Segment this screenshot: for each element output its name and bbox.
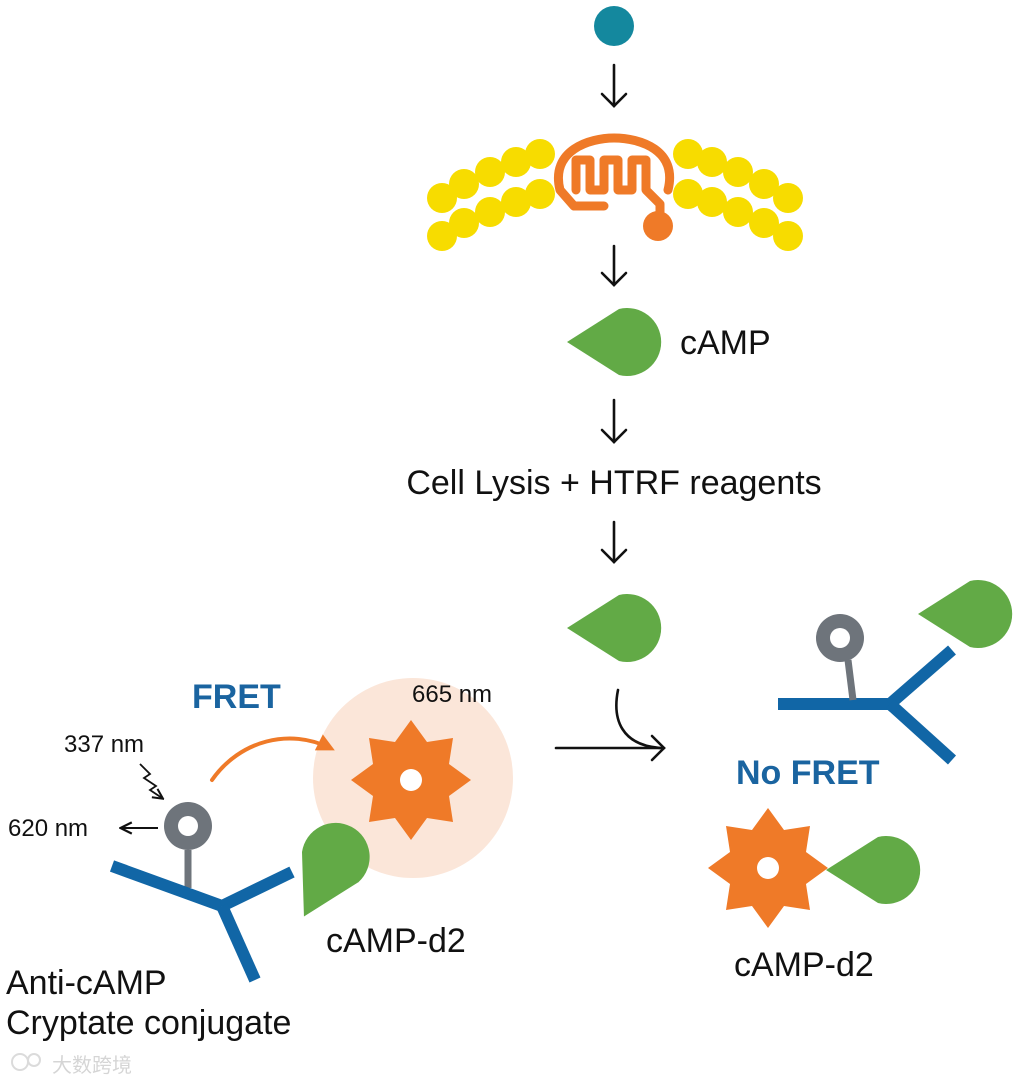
nm-620-label: 620 nm xyxy=(8,815,88,842)
energy-transfer-arrow xyxy=(210,734,335,782)
camp-label: cAMP xyxy=(680,324,771,362)
arrow-down-4 xyxy=(600,520,628,564)
camp-d2-left-label: cAMP-d2 xyxy=(326,922,466,960)
gpcr-receptor-icon xyxy=(553,133,675,241)
fret-label: FRET xyxy=(192,678,281,716)
arrow-down-2 xyxy=(600,244,628,287)
nm-665-label: 665 nm xyxy=(412,681,492,708)
bound-camp-drop-icon xyxy=(301,822,370,917)
arrow-down-1 xyxy=(600,63,628,108)
free-camp-drop-icon xyxy=(567,594,662,662)
nm-337-label: 337 nm xyxy=(64,731,144,758)
d2-acceptor-star-icon xyxy=(351,720,471,840)
cell-membrane-icon xyxy=(427,139,803,251)
anti-camp-line1: Anti-cAMP xyxy=(6,964,167,1002)
free-d2-camp-drop-icon xyxy=(826,836,921,904)
antibody-bound-camp-drop-icon xyxy=(918,580,1013,648)
cryptate-donor-icon xyxy=(164,802,212,888)
watermark-logo: 大数跨境 xyxy=(11,1053,132,1077)
camp-drop-icon xyxy=(567,308,662,376)
cryptate-donor-icon-right xyxy=(816,614,864,701)
ligand-dot-icon xyxy=(594,6,634,46)
d2-acceptor-star-icon-right xyxy=(708,808,828,928)
excitation-squiggle xyxy=(139,763,162,798)
camp-d2-right-label: cAMP-d2 xyxy=(734,946,874,984)
no-fret-label: No FRET xyxy=(736,754,880,792)
watermark-text: 大数跨境 xyxy=(52,1054,132,1077)
lysis-label: Cell Lysis + HTRF reagents xyxy=(406,464,821,502)
anti-camp-line2: Cryptate conjugate xyxy=(6,1004,291,1042)
competition-arrow xyxy=(554,688,666,762)
antibody-y-icon xyxy=(109,860,295,983)
arrow-down-3 xyxy=(600,398,628,444)
antibody-y-icon-right xyxy=(778,645,957,765)
